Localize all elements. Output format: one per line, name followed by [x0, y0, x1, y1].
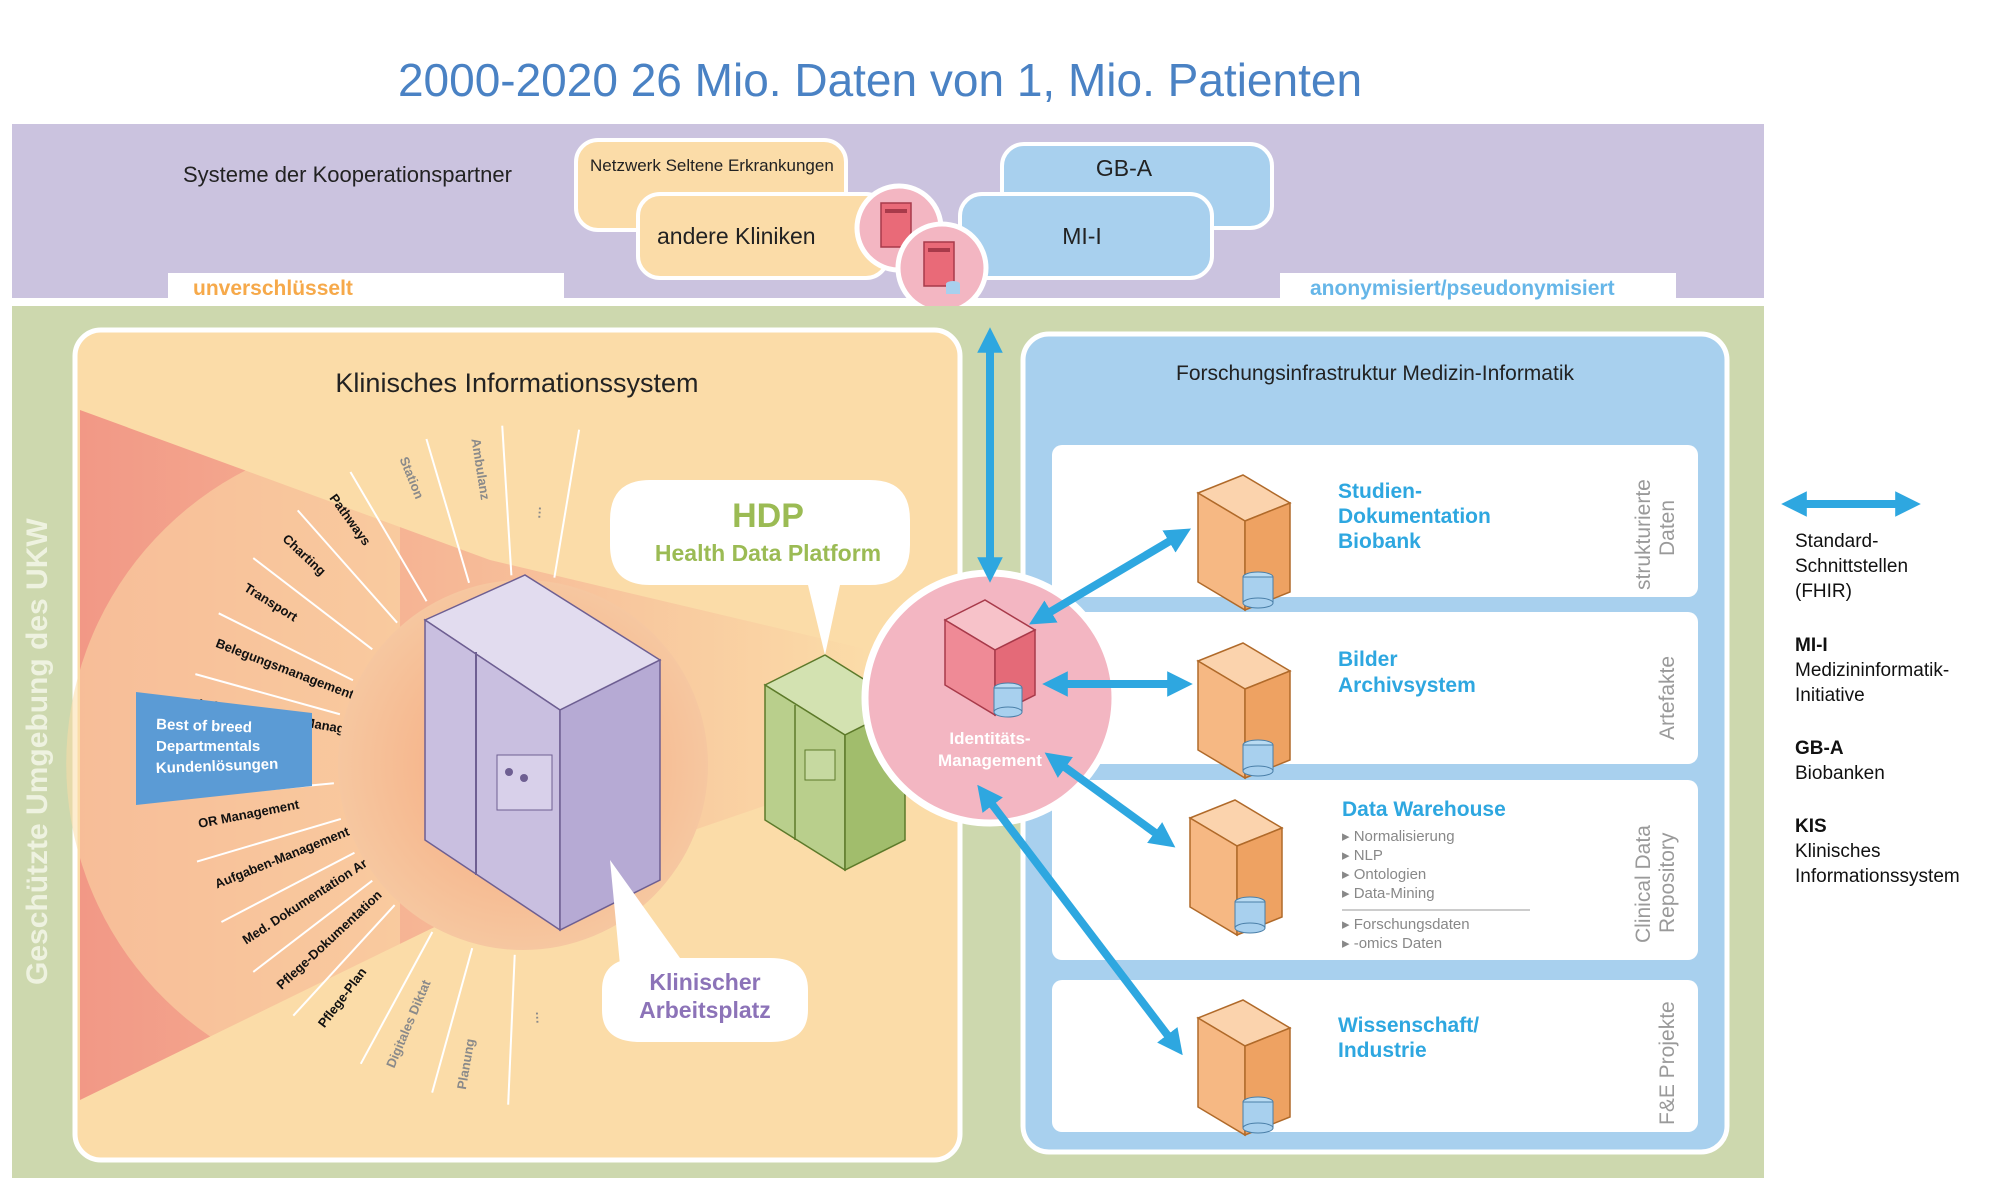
row1-side-1: strukturierte	[1632, 479, 1655, 590]
partner-label: Systeme der Kooperationspartner	[183, 162, 512, 187]
row2-side-1: Artefakte	[1656, 656, 1679, 740]
legend-mii-abbr: MI-I	[1795, 635, 1828, 656]
row1-line-3: Biobank	[1338, 530, 1421, 553]
legend-kis-2: Informationssystem	[1795, 866, 1960, 887]
fan-spoke-label[interactable]: …	[533, 1011, 549, 1025]
identity-line-1: Identitäts-	[949, 729, 1030, 748]
workplace-bubble	[602, 860, 808, 1042]
spoke-divider	[252, 557, 373, 651]
row3-side-1: Clinical Data	[1632, 825, 1655, 943]
legend-mii-1: Medizininformatik-	[1795, 660, 1949, 681]
mii-label: MI-I	[1062, 223, 1102, 249]
legend-gba-abbr: GB-A	[1795, 738, 1844, 759]
highlight-line-3: Kundenlösungen	[156, 756, 279, 777]
spoke-divider	[501, 425, 513, 576]
row2-line-1: Bilder	[1338, 648, 1398, 671]
unencrypted-label: unverschlüsselt	[193, 277, 353, 300]
workplace-line-1: Klinischer	[649, 969, 760, 995]
unencrypted-tag	[168, 273, 564, 301]
spoke-divider	[296, 509, 398, 624]
spoke-divider	[553, 429, 581, 578]
legend-std-1: Standard-	[1795, 531, 1878, 552]
row3-side-2: Repository	[1656, 832, 1679, 933]
anonymized-tag	[1280, 273, 1676, 301]
spoke-divider	[220, 851, 355, 923]
workplace-line-2: Arbeitsplatz	[639, 997, 771, 1023]
spoke-divider	[195, 673, 341, 716]
server-icon-1	[1196, 474, 1292, 612]
hdp-short: HDP	[732, 497, 804, 535]
arrow-row4	[977, 784, 1183, 1056]
dw-item-2: ▸ NLP	[1342, 847, 1383, 864]
dw-item-5: ▸ Forschungsdaten	[1342, 916, 1470, 933]
dw-items: ▸ Normalisierung ▸ NLP ▸ Ontologien ▸ Da…	[1342, 828, 1530, 952]
orange-servers	[1188, 474, 1292, 1137]
dw-item-4: ▸ Data-Mining	[1342, 885, 1435, 902]
hdp-long: Health Data Platform	[655, 540, 881, 566]
spoke-divider	[252, 879, 373, 973]
spoke-divider	[349, 471, 428, 602]
legend-gba-1: Biobanken	[1795, 763, 1885, 784]
row4-line-2: Industrie	[1338, 1039, 1427, 1062]
spoke-divider	[507, 954, 516, 1105]
fhir-arrows	[977, 327, 1193, 1056]
netzwerk-label: Netzwerk Seltene Erkrankungen	[590, 156, 834, 175]
highlight-line-1: Best of breed	[156, 716, 252, 736]
row2-line-2: Archivsystem	[1338, 674, 1476, 697]
server-icon-3	[1188, 799, 1284, 937]
legend-kis-1: Klinisches	[1795, 841, 1881, 862]
dw-item-3: ▸ Ontologien	[1342, 866, 1426, 883]
row1-line-1: Studien-	[1338, 480, 1422, 503]
spoke-divider	[359, 931, 434, 1065]
row3-line-1: Data Warehouse	[1342, 798, 1506, 821]
row4-side-1: F&E Projekte	[1656, 1001, 1679, 1125]
legend-kis-abbr: KIS	[1795, 816, 1827, 837]
highlight-best-of-breed[interactable]	[136, 692, 312, 805]
server-icon-4	[1196, 999, 1292, 1137]
spoke-divider	[431, 947, 474, 1093]
server-icon-2	[1196, 642, 1292, 780]
row4-line-1: Wissenschaft/	[1338, 1014, 1479, 1037]
partner-server-icon-2	[895, 221, 989, 315]
legend-mii-2: Initiative	[1795, 685, 1865, 706]
spoke-divider	[425, 438, 470, 584]
page-title: 2000-2020 26 Mio. Daten von 1, Mio. Pati…	[398, 54, 1362, 106]
identity-server-icon	[943, 599, 1037, 718]
fan-spoke-label[interactable]: …	[528, 505, 544, 519]
research-title: Forschungsinfrastruktur Medizin-Informat…	[1176, 362, 1574, 385]
spoke-divider	[292, 904, 396, 1017]
hdp-bubble	[610, 480, 910, 655]
dw-item-1: ▸ Normalisierung	[1342, 828, 1455, 845]
arrow-row1	[1028, 528, 1192, 625]
legend-std-3: (FHIR)	[1795, 581, 1852, 602]
highlight-line-2: Departmentals	[156, 738, 260, 755]
legend-std-2: Schnittstellen	[1795, 556, 1908, 577]
identity-line-2: Management	[938, 751, 1042, 770]
anonymized-label: anonymisiert/pseudonymisiert	[1310, 277, 1615, 300]
andere-kliniken-label: andere Kliniken	[657, 223, 816, 249]
row1-line-2: Dokumentation	[1338, 505, 1491, 528]
workplace-server-icon	[423, 574, 662, 932]
identity-management[interactable]: Identitäts- Management	[861, 569, 1119, 827]
side-label: Geschützte Umgebung des UKW	[21, 518, 54, 985]
spoke-divider	[218, 612, 354, 682]
dw-item-6: ▸ -omics Daten	[1342, 935, 1442, 952]
spoke-divider	[196, 818, 342, 863]
kis-title: Klinisches Informationssystem	[335, 368, 698, 398]
gba-label: GB-A	[1096, 155, 1153, 181]
row1-side-2: Daten	[1656, 500, 1679, 556]
